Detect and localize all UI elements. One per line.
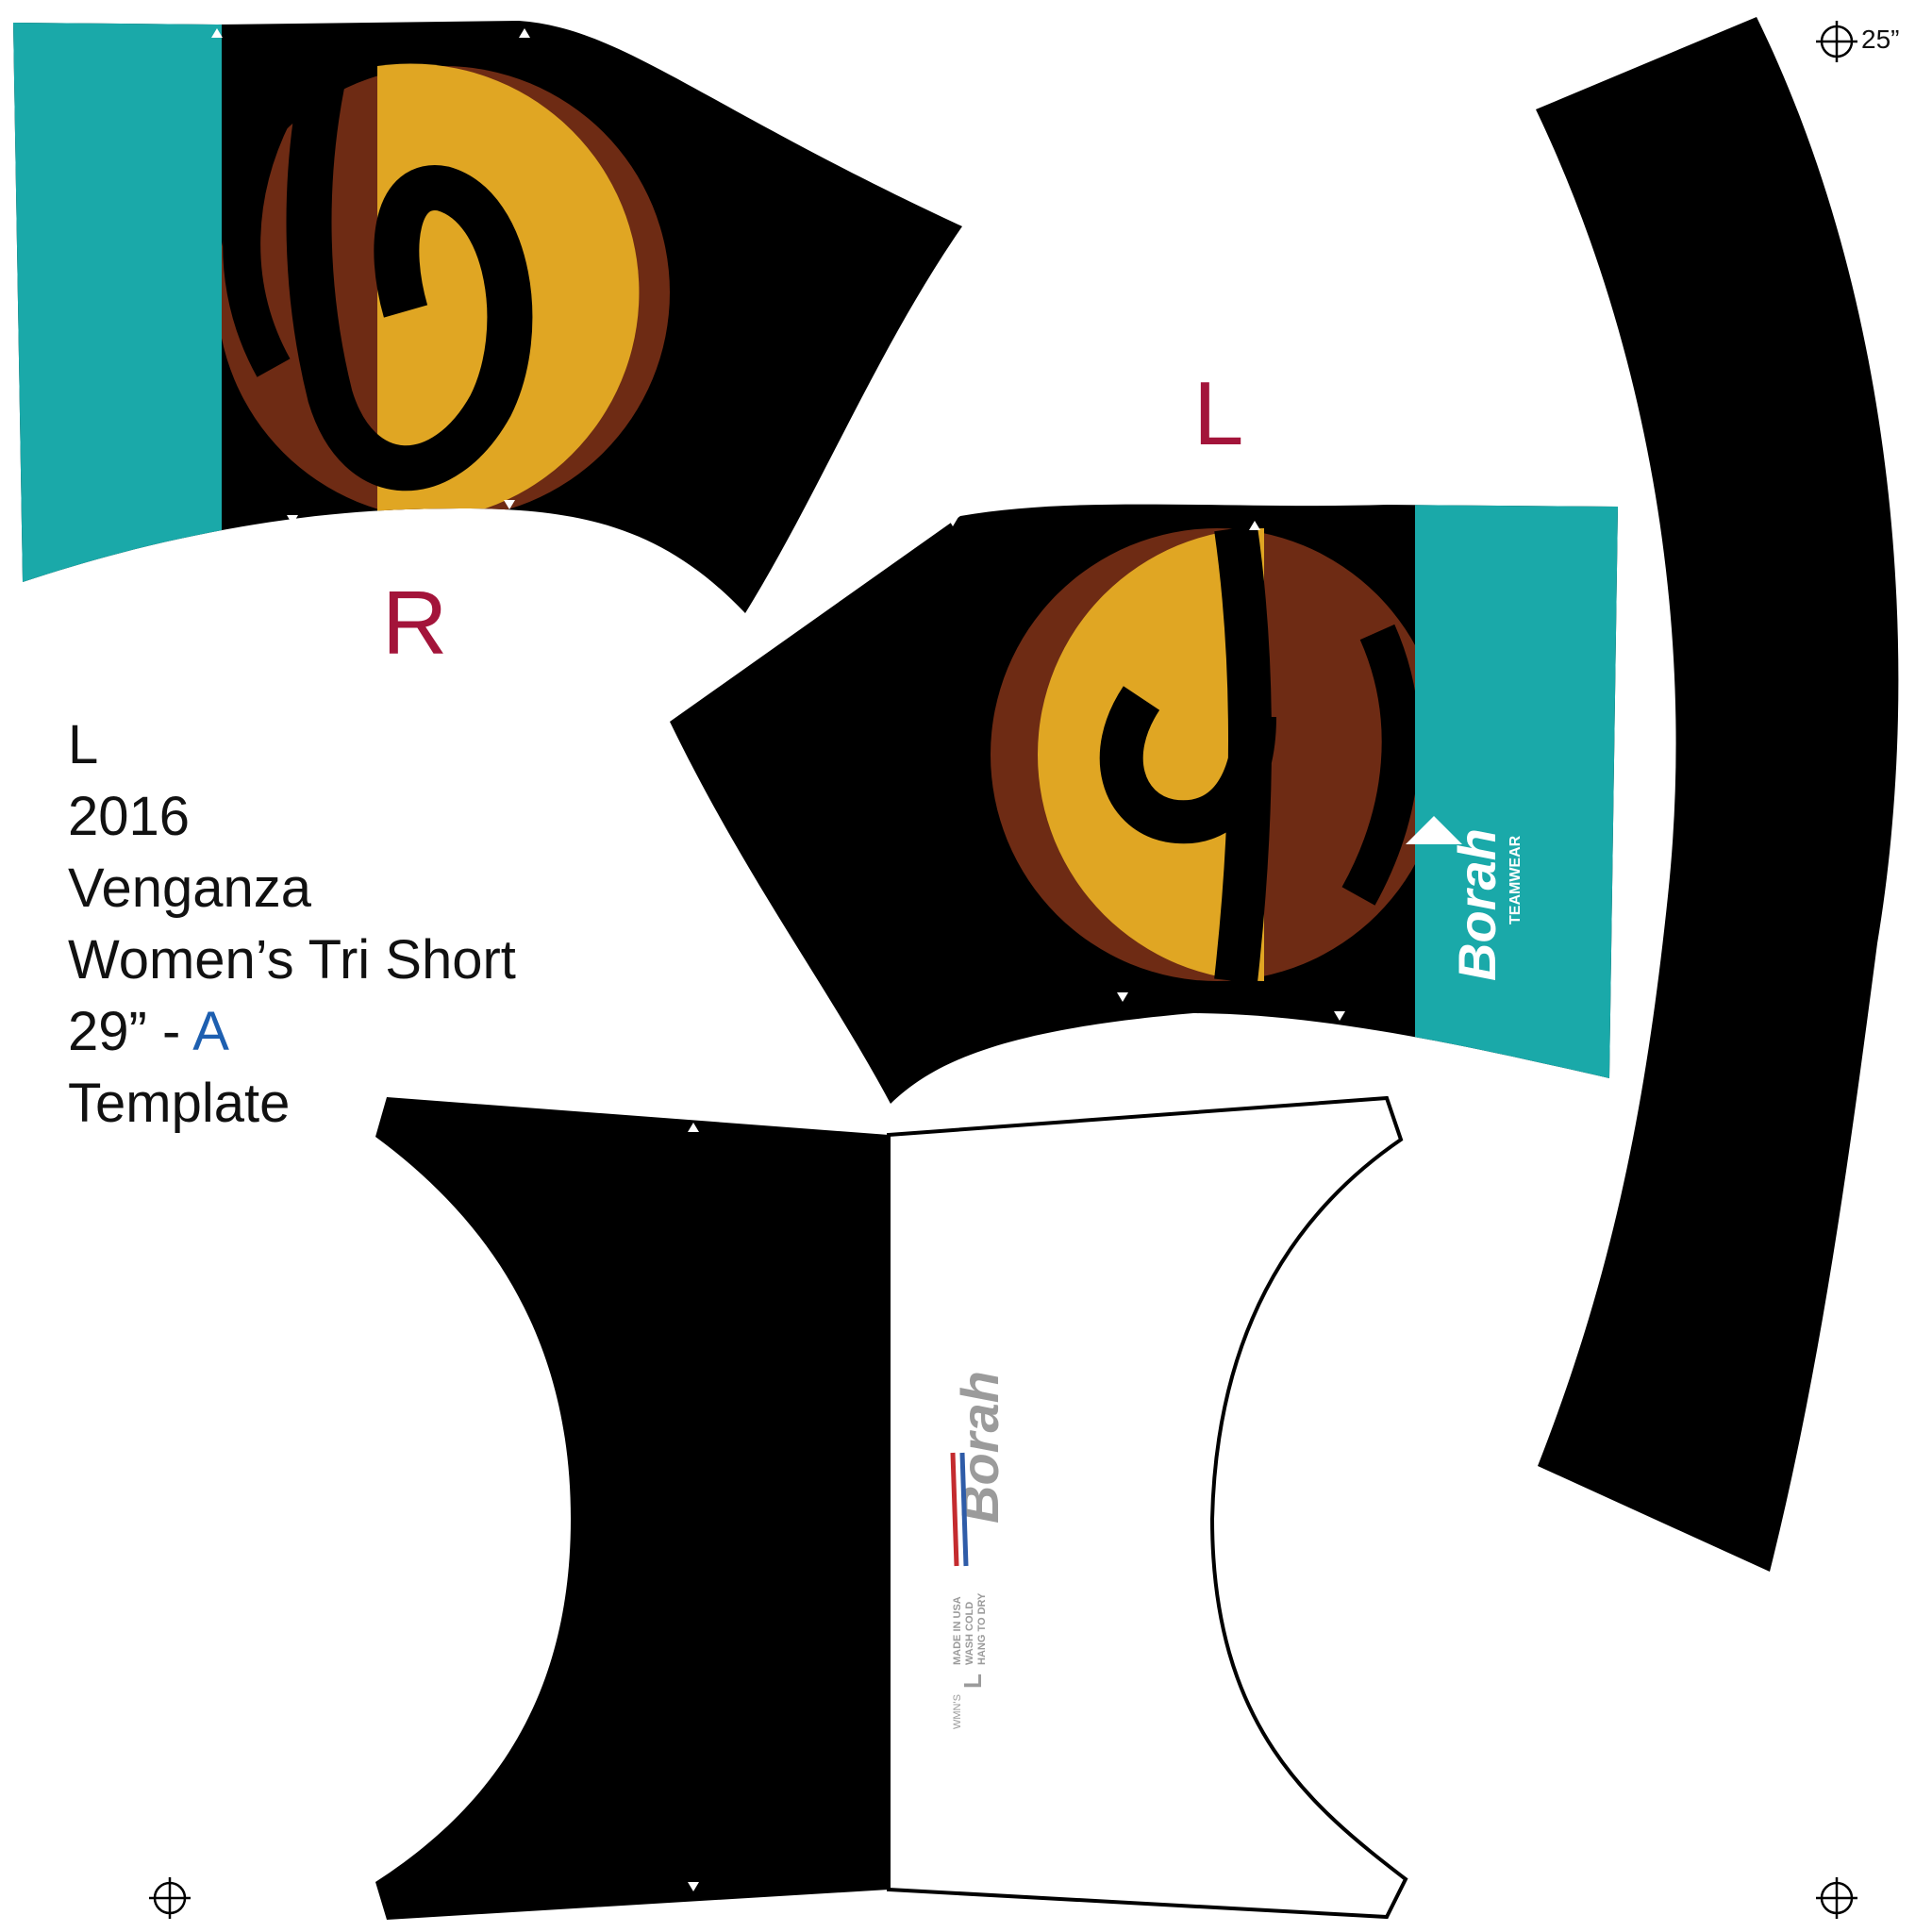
template-length-row: 29” - A: [68, 996, 516, 1068]
right-emblem-glyph: [286, 42, 533, 491]
chamois-panel-black: [375, 1097, 889, 1920]
registration-mark-bottom-right: [1816, 1877, 1857, 1919]
care-label: Borah MADE IN USA WASH COLD HANG TO DRY …: [950, 1371, 1009, 1729]
left-teal-band: [1415, 504, 1618, 1104]
care-flag-stripes: [950, 1452, 969, 1567]
left-panel-label: L: [1193, 363, 1244, 464]
right-panel-label: R: [382, 573, 448, 674]
care-logo-text: Borah: [950, 1371, 1009, 1524]
care-size: L: [958, 1674, 987, 1689]
template-length: 29” -: [68, 1001, 181, 1062]
notch-markers: [211, 28, 1345, 1891]
template-variant: A: [192, 1001, 229, 1062]
chamois-panel-white: [887, 1095, 1408, 1920]
registration-mark-top-right: [1816, 21, 1857, 62]
care-gender: WMN'S: [952, 1694, 963, 1729]
template-model: Venganza: [68, 858, 312, 919]
right-teal-band: [13, 21, 222, 604]
length-label: 25”: [1861, 25, 1900, 54]
right-leg-panel: [13, 21, 962, 613]
care-line-3: HANG TO DRY: [976, 1592, 988, 1665]
template-doc-type: Template: [68, 1073, 291, 1134]
logo-text: Borah: [1447, 828, 1507, 981]
care-line-2: WASH COLD: [964, 1602, 975, 1665]
waistband-panel: [1536, 17, 1899, 1572]
chamois-panel: [375, 1095, 1408, 1920]
left-leg-panel: [670, 504, 1618, 1104]
template-product: Women’s Tri Short: [68, 929, 516, 991]
registration-mark-bottom-left: [149, 1877, 191, 1919]
left-emblem-glyph: [1099, 525, 1276, 984]
logo-subtext: TEAMWEAR: [1507, 835, 1524, 924]
left-emblem-gold-half: [1038, 528, 1264, 981]
template-year: 2016: [68, 786, 191, 847]
borah-teamwear-logo: Borah TEAMWEAR: [1447, 828, 1524, 981]
logo-mountain-icon: [1406, 816, 1462, 844]
care-line-1: MADE IN USA: [952, 1596, 963, 1665]
template-info: L 2016 Venganza Women’s Tri Short 29” - …: [68, 709, 516, 1140]
template-size: L: [68, 714, 99, 775]
